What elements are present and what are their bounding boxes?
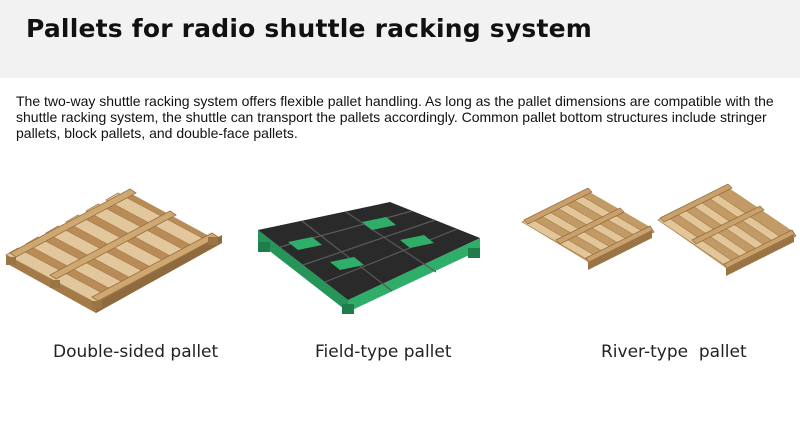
intro-paragraph: The two-way shuttle racking system offer…	[16, 93, 774, 141]
header-band	[0, 0, 800, 78]
double-sided-pallet-caption: Double-sided pallet	[53, 342, 219, 362]
field-type-pallet-image	[250, 200, 485, 315]
field-type-pallet-caption: Field-type pallet	[315, 342, 452, 362]
river-type-pallet-image	[516, 180, 800, 300]
double-sided-pallet-image	[0, 185, 230, 320]
river-type-pallet-caption: River-type pallet	[601, 342, 747, 362]
page-title: Pallets for radio shuttle racking system	[26, 14, 593, 43]
